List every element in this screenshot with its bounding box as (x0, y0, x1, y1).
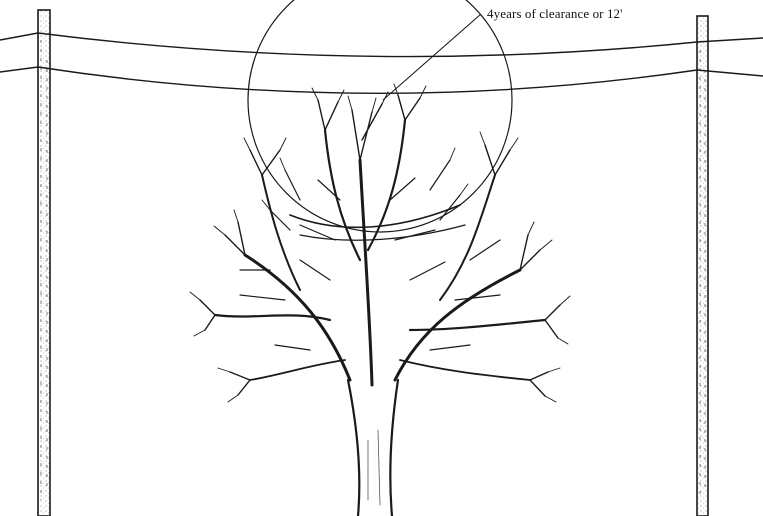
lower-power-line (0, 67, 763, 93)
clearance-circle (248, 0, 512, 232)
tree (190, 84, 570, 516)
tree-trunk (348, 380, 398, 516)
power-lines (0, 33, 763, 93)
right-utility-pole (697, 16, 708, 516)
upper-power-line (0, 33, 763, 57)
left-utility-pole (38, 10, 50, 516)
clearance-callout-label: 4years of clearance or 12' (487, 6, 623, 22)
